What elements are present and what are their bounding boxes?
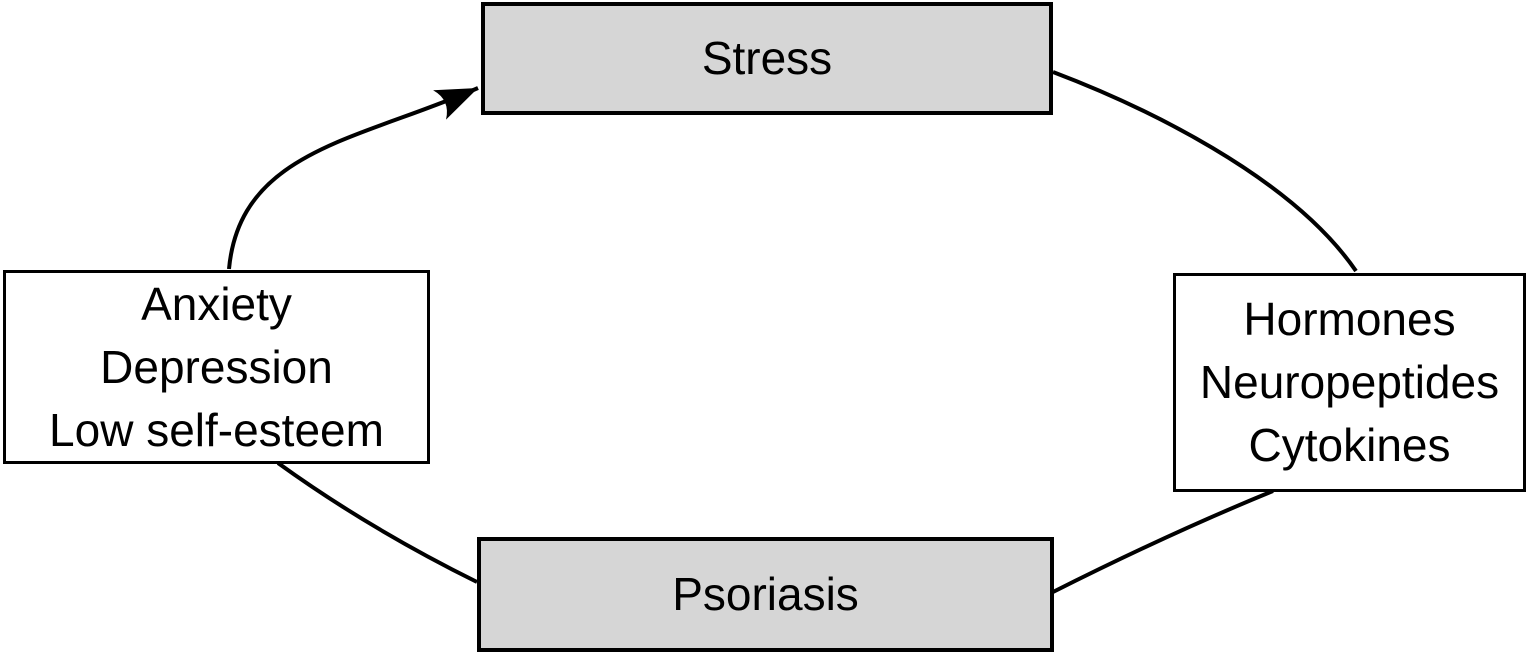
node-psychological-line-depression: Depression <box>100 340 333 393</box>
node-psoriasis: Psoriasis <box>477 537 1054 652</box>
curve-stress-to-mediators <box>1052 70 1358 273</box>
node-stress: Stress <box>481 2 1053 115</box>
curve-mediators-to-psoriasis <box>1052 489 1274 594</box>
curve-psychological-to-psoriasis <box>276 461 478 584</box>
node-biological-mediators: Hormones Neuropeptides Cytokines <box>1173 273 1526 492</box>
node-psychological-line-low-self-esteem: Low self-esteem <box>49 403 384 456</box>
node-mediators-line-neuropeptides: Neuropeptides <box>1199 356 1500 408</box>
node-mediators-line-hormones: Hormones <box>1243 293 1456 345</box>
node-stress-label: Stress <box>701 32 833 84</box>
node-psychological-effects: Anxiety Depression Low self-esteem <box>3 270 430 464</box>
node-mediators-line-cytokines: Cytokines <box>1248 419 1451 471</box>
node-psoriasis-label: Psoriasis <box>672 568 859 620</box>
arrow-psychological-to-stress <box>227 86 479 270</box>
node-psychological-line-anxiety: Anxiety <box>141 277 292 330</box>
